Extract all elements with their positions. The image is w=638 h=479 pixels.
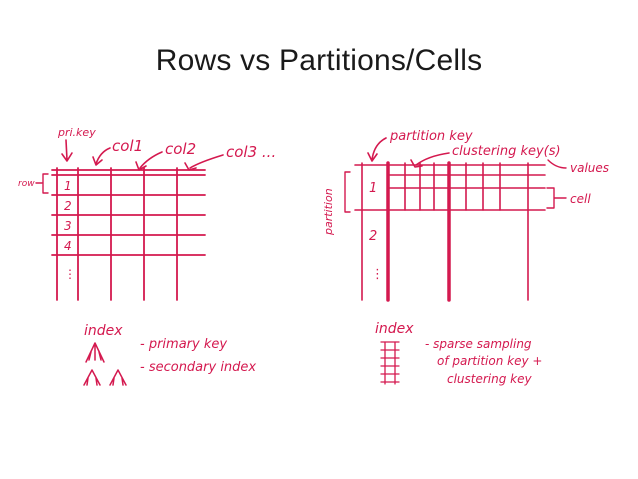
rows-diagram: pri.key col1 col2 col3 ... row 1 2 3 <box>18 126 276 386</box>
partitions-grid <box>354 161 546 302</box>
row-number: 3 <box>64 219 72 233</box>
row-bracket <box>35 173 49 194</box>
row-label: row <box>18 179 35 189</box>
clustering-key-label: clustering key(s) <box>452 144 561 159</box>
cell-label: cell <box>570 192 591 206</box>
col3-label: col3 ... <box>226 143 276 161</box>
secondary-index-label: - secondary index <box>140 360 256 375</box>
values-pointer <box>547 159 567 169</box>
pri-key-arrow <box>61 139 73 162</box>
partition-number: 2 <box>369 229 377 244</box>
partition-label: partition <box>322 188 335 236</box>
tree-icon <box>83 342 127 386</box>
cell-bracket <box>546 187 567 209</box>
values-label: values <box>570 161 609 175</box>
row-number: 2 <box>64 199 72 213</box>
partition-key-label: partition key <box>389 129 473 144</box>
sparse-sampling-line2: of partition key + <box>437 354 542 368</box>
partition-number: 1 <box>369 181 377 196</box>
primary-key-label: - primary key <box>140 337 227 352</box>
sparse-sampling-line1: - sparse sampling <box>425 337 532 351</box>
partition-bracket <box>344 171 351 213</box>
col1-arrow <box>92 147 111 166</box>
partition-key-arrow <box>367 137 387 162</box>
col1-label: col1 <box>112 137 143 155</box>
partition-number: ⋮ <box>371 267 384 282</box>
sparse-sampling-line3: clustering key <box>447 372 533 386</box>
partitions-diagram: partition key clustering key(s) values c… <box>322 129 609 386</box>
col2-label: col2 <box>165 140 196 158</box>
row-number: 1 <box>64 179 72 193</box>
right-index-title: index <box>375 321 414 337</box>
left-index-title: index <box>84 323 123 339</box>
row-number: 4 <box>64 239 72 253</box>
row-number: ⋮ <box>64 267 76 281</box>
sparse-index-icon <box>380 341 400 385</box>
rows-grid <box>51 167 206 301</box>
pri-key-label: pri.key <box>57 126 96 139</box>
slide-title: Rows vs Partitions/Cells <box>155 44 483 77</box>
